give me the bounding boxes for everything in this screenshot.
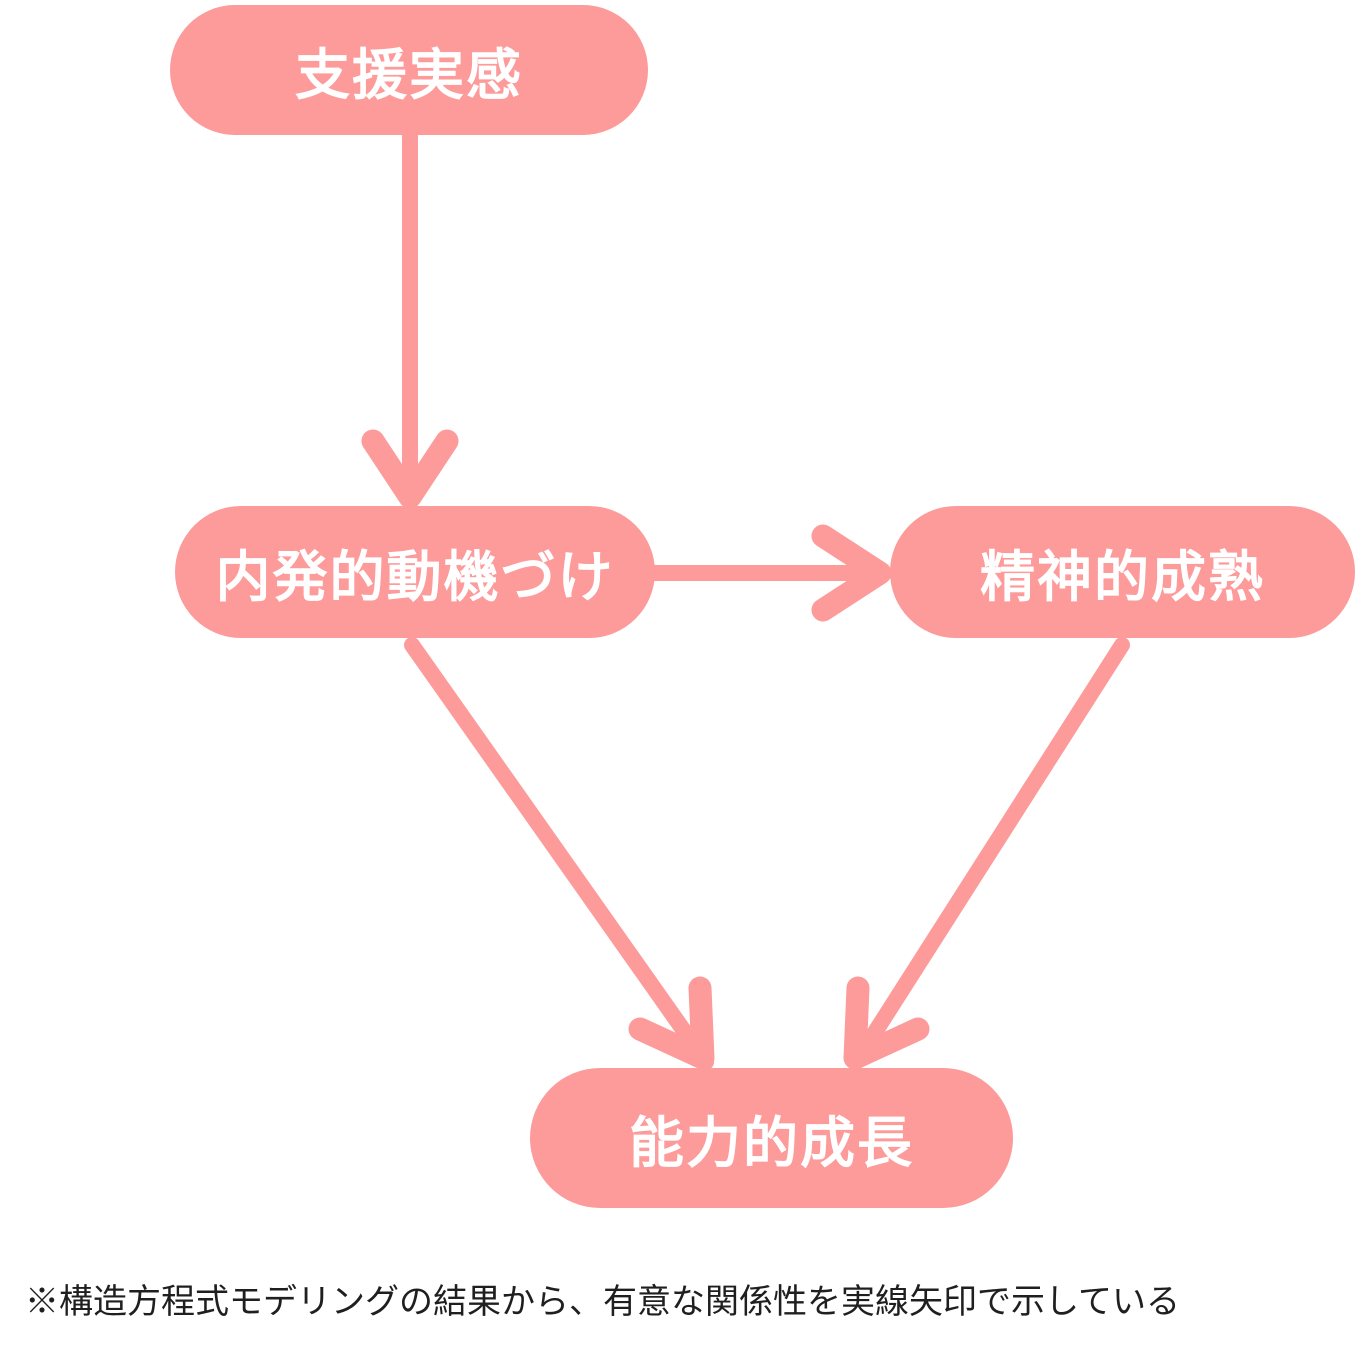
node-support-realization: 支援実感 xyxy=(170,5,648,135)
node-ability-growth-label: 能力的成長 xyxy=(628,1112,914,1174)
node-mental-maturity-label: 精神的成熟 xyxy=(979,546,1265,608)
arrow-motivation-to-maturity xyxy=(647,524,892,622)
node-mental-maturity: 精神的成熟 xyxy=(890,506,1355,638)
arrow-maturity-to-growth xyxy=(843,637,1130,1070)
arrow-support-to-motivation xyxy=(361,125,459,509)
arrow-motivation-to-growth xyxy=(404,637,715,1070)
node-ability-growth: 能力的成長 xyxy=(530,1068,1013,1208)
node-intrinsic-motivation: 内発的動機づけ xyxy=(175,506,655,638)
node-intrinsic-motivation-label: 内発的動機づけ xyxy=(215,546,615,608)
node-support-realization-label: 支援実感 xyxy=(294,44,523,106)
footnote: ※構造方程式モデリングの結果から、有意な関係性を実線矢印で示している xyxy=(25,1283,1180,1321)
